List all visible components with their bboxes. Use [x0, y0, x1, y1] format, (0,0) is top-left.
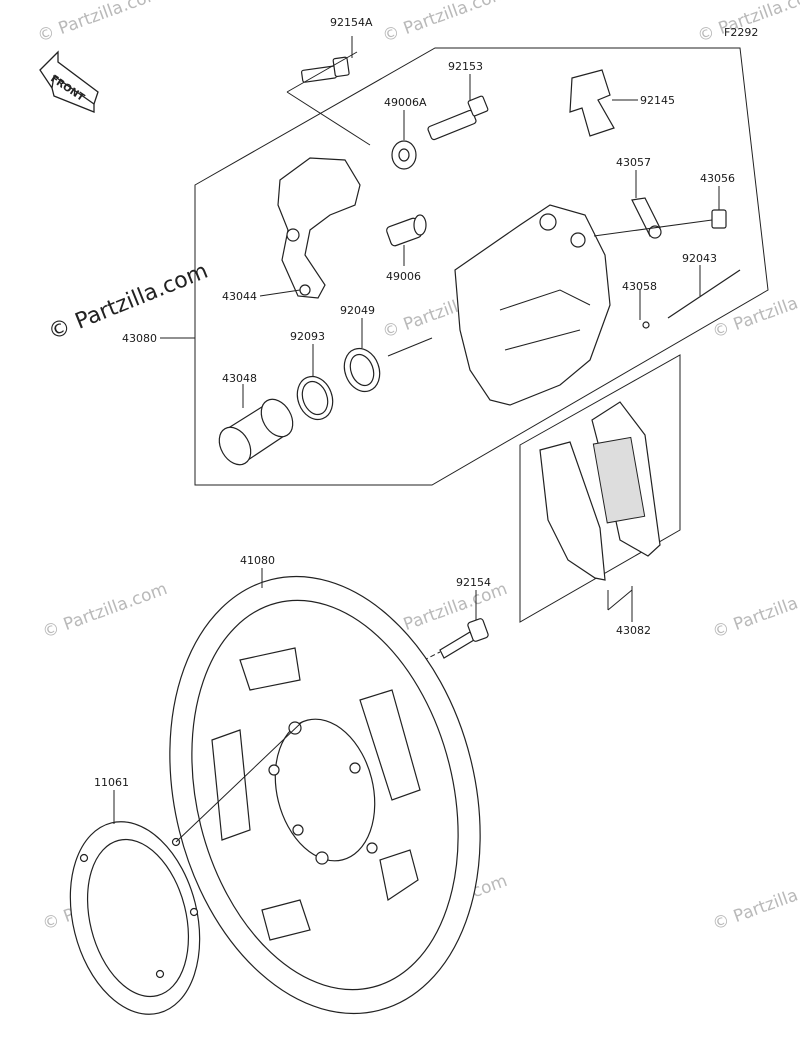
watermark: © Partzilla.com — [710, 279, 800, 343]
caliper-bracket-43044 — [259, 157, 361, 299]
part-number-label: 43080 — [122, 332, 157, 345]
watermark: © Partzilla.com — [710, 871, 800, 935]
watermark: © Partzilla.com — [380, 0, 510, 47]
bleeder-43056 — [711, 186, 727, 229]
part-number-label: 43056 — [700, 172, 735, 185]
part-number-label: 92145 — [640, 94, 675, 107]
part-number-label: 49006 — [386, 270, 421, 283]
brake-disc-41080 — [169, 568, 481, 1015]
part-number-label: 41080 — [240, 554, 275, 567]
banjo-43057 — [631, 170, 662, 239]
part-labels: 92154A 92153 92145 49006A 43057 43056 92043 490… — [94, 16, 735, 789]
brake-pads-43082 — [539, 401, 661, 622]
part-number-label: 43082 — [616, 624, 651, 637]
seal-92093 — [296, 344, 334, 421]
part-number-label: 49006A — [384, 96, 427, 109]
diagram-code: F2292 — [724, 26, 758, 39]
part-number-label: 92043 — [682, 252, 717, 265]
part-number-label: 92153 — [448, 60, 483, 73]
part-number-label: 43058 — [622, 280, 657, 293]
front-arrow-icon: FRONT — [39, 50, 99, 113]
part-number-label: 92093 — [290, 330, 325, 343]
watermark: © Partzilla.com — [35, 0, 165, 47]
pin-92153 — [427, 74, 489, 141]
part-number-label: 43044 — [222, 290, 257, 303]
caliper-body — [454, 204, 611, 406]
bushing-49006A — [391, 110, 417, 170]
seal-92049 — [343, 318, 381, 393]
watermark: © Partzilla.com — [695, 0, 800, 47]
gasket-11061 — [69, 790, 201, 1015]
piston-43048 — [218, 384, 294, 466]
watermark: © Partzilla.com — [710, 579, 800, 643]
part-number-label: 43057 — [616, 156, 651, 169]
pin-92043 — [667, 265, 741, 319]
caliper-assembly-outline — [194, 47, 769, 486]
sleeve-49006 — [386, 214, 427, 266]
part-number-label: 92154 — [456, 576, 491, 589]
clip-43058 — [639, 290, 650, 329]
part-number-label: 92154A — [330, 16, 373, 29]
bolt-92154 — [439, 590, 489, 659]
part-number-label: 11061 — [94, 776, 129, 789]
pad-set-outline — [519, 354, 681, 623]
watermark: © Partzilla.com — [40, 579, 170, 643]
part-number-label: 92049 — [340, 304, 375, 317]
part-number-label: 43048 — [222, 372, 257, 385]
spring-92145 — [569, 69, 638, 137]
